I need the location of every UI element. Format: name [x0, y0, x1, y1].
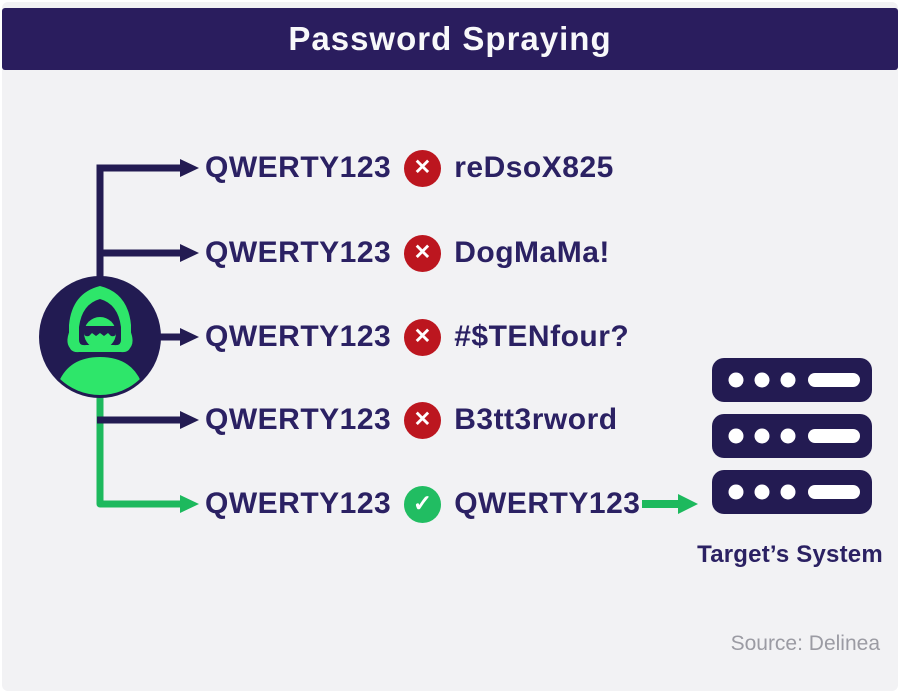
arrowheads	[180, 159, 199, 513]
connector-line-green	[96, 396, 181, 508]
arrowhead-row3	[180, 328, 199, 346]
sprayed-password: QWERTY123	[205, 236, 392, 269]
arrowhead-row1	[180, 159, 199, 177]
server-unit-2	[712, 414, 872, 458]
arrowhead-row2	[180, 244, 199, 262]
arrowhead-row4	[180, 411, 199, 429]
actual-password: QWERTY123	[454, 487, 641, 520]
success-check-icon: ✓	[404, 485, 442, 523]
actual-password: B3tt3rword	[454, 403, 618, 436]
source-attribution: Source: Delinea	[730, 632, 880, 655]
title-bar: Password Spraying	[2, 8, 898, 70]
spray-attempt-row: QWERTY123 ✕ DogMaMa!	[205, 229, 610, 277]
spray-attempt-row: QWERTY123 ✕ #$TENfour?	[205, 313, 629, 361]
sprayed-password: QWERTY123	[205, 151, 392, 184]
server-stack-icon	[712, 358, 872, 514]
page-title: Password Spraying	[288, 20, 612, 57]
hacker-icon	[39, 276, 161, 398]
arrowhead-row5-green	[180, 495, 199, 513]
target-system-label: Target’s System	[697, 541, 883, 568]
spray-attempt-row: QWERTY123 ✓ QWERTY123	[205, 480, 640, 528]
success-to-target-arrow	[642, 494, 698, 514]
sprayed-password: QWERTY123	[205, 320, 392, 353]
spray-attempt-row: QWERTY123 ✕ reDsoX825	[205, 144, 614, 192]
server-unit-1	[712, 358, 872, 402]
fail-x-icon: ✕	[404, 401, 442, 439]
sprayed-password: QWERTY123	[205, 403, 392, 436]
actual-password: DogMaMa!	[454, 236, 610, 269]
actual-password: #$TENfour?	[454, 320, 630, 353]
actual-password: reDsoX825	[454, 151, 614, 184]
server-unit-3	[712, 470, 872, 514]
spray-attempt-row: QWERTY123 ✕ B3tt3rword	[205, 396, 618, 444]
sprayed-password: QWERTY123	[205, 487, 392, 520]
fail-x-icon: ✕	[404, 318, 442, 356]
fail-x-icon: ✕	[404, 149, 442, 187]
fail-x-icon: ✕	[404, 234, 442, 272]
